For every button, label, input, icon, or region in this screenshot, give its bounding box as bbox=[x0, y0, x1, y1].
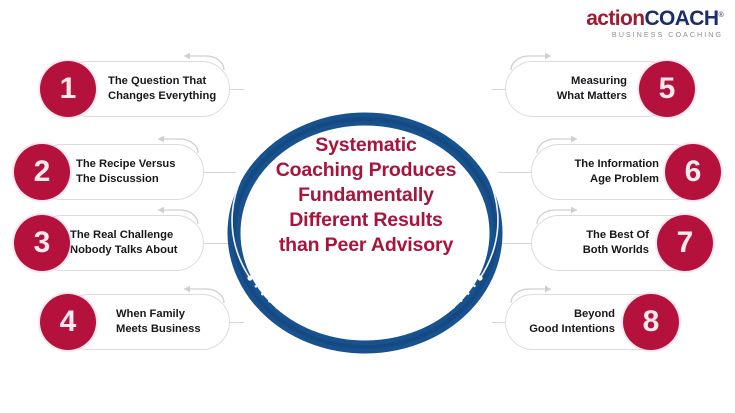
connector-line-3 bbox=[196, 243, 236, 244]
connector-line-7 bbox=[498, 243, 538, 244]
item-1-label-line-1: The Question That bbox=[108, 74, 207, 87]
item-8[interactable]: 8 Beyond Good Intentions bbox=[505, 285, 695, 350]
logo-trademark-icon: ® bbox=[718, 12, 723, 19]
item-1[interactable]: 1 The Question That Changes Everything bbox=[40, 52, 230, 117]
item-3-label-line-1: The Real Challenge bbox=[70, 228, 174, 241]
item-5[interactable]: 5 Measuring What Matters bbox=[505, 52, 695, 117]
center-title-line-1: Systematic bbox=[315, 134, 417, 156]
item-3-label-line-2: Nobody Talks About bbox=[70, 244, 178, 256]
item-5-label-line-2: What Matters bbox=[556, 90, 627, 102]
item-7-label-line-2: Both Worlds bbox=[582, 244, 649, 256]
item-5-label: Measuring What Matters bbox=[505, 61, 627, 117]
item-8-number: 8 bbox=[623, 294, 679, 350]
item-3-label: The Real Challenge Nobody Talks About bbox=[70, 215, 178, 271]
item-1-label-line-2: Changes Everything bbox=[108, 90, 217, 102]
center-title-line-3: Fundamentally bbox=[298, 183, 434, 206]
item-1-number: 1 bbox=[40, 61, 96, 117]
connector-line-5 bbox=[492, 89, 514, 90]
actioncoach-logo: actionCOACH® BUSINESS COACHING bbox=[586, 8, 723, 38]
item-8-label-line-2: Good Intentions bbox=[529, 323, 615, 335]
item-3[interactable]: 3 The Real Challenge Nobody Talks About bbox=[14, 206, 204, 271]
item-4-label: When Family Meets Business bbox=[116, 294, 201, 350]
connector-line-6 bbox=[498, 172, 538, 173]
item-2-number: 2 bbox=[14, 144, 70, 200]
item-7-label: The Best Of Both Worlds bbox=[531, 215, 649, 271]
item-2[interactable]: 2 The Recipe Versus The Discussion bbox=[14, 135, 204, 200]
item-2-label: The Recipe Versus The Discussion bbox=[76, 144, 176, 200]
item-6-label-line-1: The Information bbox=[574, 157, 659, 170]
connector-line-4 bbox=[222, 322, 244, 323]
center-ring-graphic bbox=[222, 108, 508, 358]
item-6-label-line-2: Age Problem bbox=[589, 173, 659, 185]
item-4[interactable]: 4 When Family Meets Business bbox=[40, 285, 230, 350]
item-7-label-line-1: The Best Of bbox=[586, 228, 649, 241]
center-title-line-2: Coaching Produces bbox=[275, 158, 457, 181]
item-7[interactable]: 7 The Best Of Both Worlds bbox=[531, 206, 721, 271]
logo-wordmark: actionCOACH® bbox=[586, 8, 723, 29]
item-6-number: 6 bbox=[665, 144, 721, 200]
logo-word-coach: COACH bbox=[644, 7, 719, 30]
center-title: Systematic Coaching Produces Fundamental… bbox=[246, 133, 486, 258]
center-title-line-4: Different Results bbox=[289, 208, 443, 231]
item-4-number: 4 bbox=[40, 294, 96, 350]
connector-line-8 bbox=[492, 322, 514, 323]
item-4-label-line-2: Meets Business bbox=[116, 323, 201, 335]
connector-line-2 bbox=[196, 172, 236, 173]
connector-line-1 bbox=[222, 89, 244, 90]
item-4-label-line-1: When Family bbox=[116, 307, 185, 320]
item-2-label-line-2: The Discussion bbox=[76, 173, 159, 185]
item-3-number: 3 bbox=[14, 215, 70, 271]
item-8-label-line-1: Beyond bbox=[573, 307, 615, 320]
center-title-line-5: than Peer Advisory bbox=[278, 233, 454, 256]
item-5-label-line-1: Measuring bbox=[571, 74, 627, 87]
item-8-label: Beyond Good Intentions bbox=[505, 294, 615, 350]
logo-tagline: BUSINESS COACHING bbox=[611, 30, 723, 39]
item-2-label-line-1: The Recipe Versus bbox=[76, 157, 176, 170]
item-7-number: 7 bbox=[657, 215, 713, 271]
item-6-label: The Information Age Problem bbox=[531, 144, 659, 200]
item-5-number: 5 bbox=[639, 61, 695, 117]
item-6[interactable]: 6 The Information Age Problem bbox=[531, 135, 721, 200]
logo-word-action: action bbox=[586, 7, 645, 30]
item-1-label: The Question That Changes Everything bbox=[108, 61, 216, 117]
